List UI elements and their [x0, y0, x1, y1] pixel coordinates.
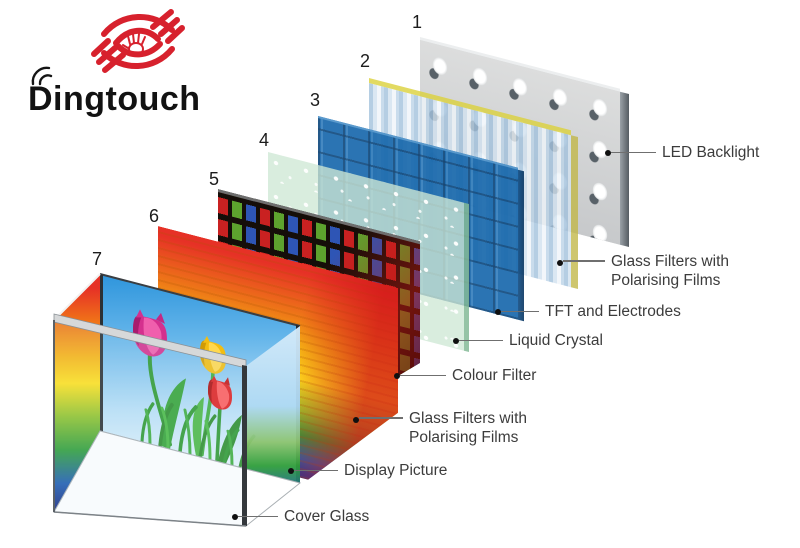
callout-dot	[232, 513, 238, 520]
logo-d-arcs-icon	[31, 66, 53, 86]
layer-number-1: 1	[412, 12, 423, 32]
leader-line	[238, 515, 278, 518]
callout-dot	[394, 372, 400, 379]
leader-line	[459, 339, 503, 342]
callout-dot	[495, 308, 501, 315]
layer-number-4: 4	[259, 130, 270, 150]
brand-wordmark: Dingtouch	[28, 80, 201, 118]
callout-liquid-crystal: Liquid Crystal	[453, 331, 603, 350]
callout-display-picture: Display Picture	[288, 461, 447, 480]
callout-led-backlight: LED Backlight	[605, 143, 759, 162]
dingtouch-swirl-hand-icon	[91, 9, 185, 73]
callout-dot	[453, 337, 459, 344]
leader-line	[359, 417, 403, 419]
callout-dot	[605, 149, 611, 156]
callout-cover-glass: Cover Glass	[232, 507, 369, 526]
layer-number-5: 5	[209, 169, 220, 189]
layer-number-2: 2	[360, 51, 371, 71]
leader-line	[501, 310, 539, 313]
callout-colour-filter: Colour Filter	[394, 366, 536, 385]
glass-box-left-face	[54, 274, 100, 512]
leader-line	[563, 260, 605, 262]
layer-number-6: 6	[149, 206, 160, 226]
callout-tft-electrodes: TFT and Electrodes	[495, 302, 681, 321]
leader-line	[294, 469, 338, 472]
leader-line	[611, 151, 656, 154]
layer-number-3: 3	[310, 90, 321, 110]
callout-dot	[557, 260, 563, 266]
callout-dot	[353, 417, 359, 423]
leader-line	[400, 374, 446, 377]
callout-dot	[288, 467, 294, 474]
layer-number-7: 7	[92, 249, 103, 269]
